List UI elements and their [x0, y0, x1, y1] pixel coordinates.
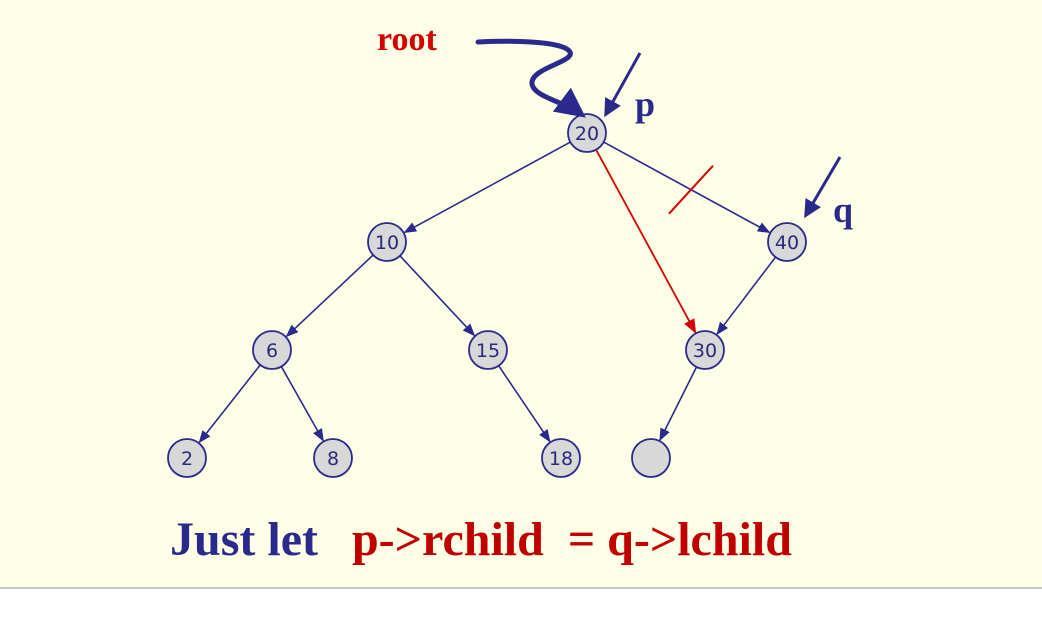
node-label: 30	[693, 340, 717, 362]
node-circle	[685, 330, 725, 370]
tree-node-15: 15	[468, 330, 508, 370]
node-circle	[631, 438, 671, 478]
node-label: 10	[375, 232, 399, 254]
edge-n20-n40	[598, 138, 771, 234]
q-label: q	[833, 190, 853, 230]
root-label: root	[377, 21, 437, 58]
edge-n6-n8	[278, 361, 324, 442]
edge-n20-n10	[403, 138, 576, 234]
new-link-arrow	[595, 150, 697, 334]
tree-node-2: 2	[167, 438, 207, 478]
tree-diagram: 20 10 40 6 15 30 2 8 18 root p q Just let p->rch…	[167, 21, 853, 566]
node-circle	[367, 222, 407, 262]
caption-code: p->rchild = q->lchild	[352, 513, 792, 566]
node-circle	[541, 438, 581, 478]
edge-n10-n15	[395, 251, 476, 337]
node-label: 8	[327, 448, 339, 470]
node-label: 15	[476, 340, 500, 362]
p-label: p	[635, 84, 655, 124]
tree-node-empty	[631, 438, 671, 478]
node-label: 2	[181, 448, 193, 470]
edge-n40-n30	[716, 252, 780, 336]
node-label: 18	[549, 448, 573, 470]
node-label: 20	[575, 123, 599, 145]
q-pointer-arrow	[804, 156, 842, 219]
edge-n6-n2	[198, 360, 264, 444]
edges-layer	[198, 138, 780, 444]
node-circle	[767, 222, 807, 262]
tree-node-20: 20	[567, 113, 607, 153]
node-circle	[567, 113, 607, 153]
edge-n30-nE	[659, 362, 700, 442]
p-pointer-arrow	[604, 52, 642, 118]
edge-n15-n18	[495, 361, 551, 443]
tree-node-10: 10	[367, 222, 407, 262]
cut-mark	[668, 165, 714, 215]
node-circle	[167, 438, 207, 478]
root-pointer-arrow	[475, 38, 586, 118]
node-label: 40	[775, 232, 799, 254]
node-label: 6	[266, 340, 278, 362]
tree-node-40: 40	[767, 222, 807, 262]
node-circle	[313, 438, 353, 478]
node-circle	[468, 330, 508, 370]
edge-n10-n6	[285, 251, 378, 338]
caption: Just let p->rchild = q->lchild	[170, 513, 792, 566]
node-circle	[252, 330, 292, 370]
caption-prefix: Just let	[170, 513, 318, 566]
tree-node-30: 30	[685, 330, 725, 370]
tree-node-8: 8	[313, 438, 353, 478]
bottom-rule	[0, 587, 1042, 620]
tree-node-18: 18	[541, 438, 581, 478]
tree-node-6: 6	[252, 330, 292, 370]
nodes-layer: 20 10 40 6 15 30 2 8 18	[167, 113, 807, 478]
